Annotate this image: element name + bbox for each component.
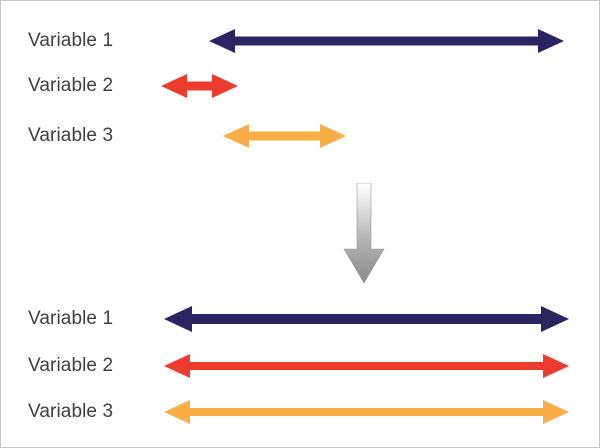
variable-range-arrow bbox=[164, 392, 569, 432]
arrow-shape bbox=[164, 400, 569, 424]
variable-range-arrow bbox=[161, 66, 238, 106]
down-arrow-icon bbox=[340, 183, 388, 287]
variable-range-arrow bbox=[164, 346, 569, 386]
arrow-shape bbox=[223, 124, 346, 148]
variable-label: Variable 3 bbox=[28, 401, 114, 422]
arrow-shape bbox=[209, 29, 564, 53]
unscaled-variables-panel: Variable 1 Variable 2 Variable 3 bbox=[1, 1, 599, 176]
variable-label: Variable 1 bbox=[28, 308, 114, 329]
variable-row: Variable 1 bbox=[1, 299, 599, 339]
variable-label: Variable 1 bbox=[28, 30, 114, 51]
variable-range-arrow bbox=[209, 21, 564, 61]
variable-label: Variable 2 bbox=[28, 75, 114, 96]
variable-row: Variable 3 bbox=[1, 116, 599, 156]
variable-row: Variable 1 bbox=[1, 21, 599, 61]
arrow-shape bbox=[164, 306, 569, 332]
variable-row: Variable 2 bbox=[1, 66, 599, 106]
variable-label: Variable 3 bbox=[28, 125, 114, 146]
variable-range-arrow bbox=[164, 299, 569, 339]
variable-label: Variable 2 bbox=[28, 355, 114, 376]
variable-row: Variable 2 bbox=[1, 346, 599, 386]
variable-row: Variable 3 bbox=[1, 392, 599, 432]
arrow-shape bbox=[161, 74, 238, 98]
variable-range-arrow bbox=[223, 116, 346, 156]
scaled-variables-panel: Variable 1 Variable 2 Variable 3 bbox=[1, 289, 599, 447]
arrow-shape bbox=[164, 354, 569, 378]
